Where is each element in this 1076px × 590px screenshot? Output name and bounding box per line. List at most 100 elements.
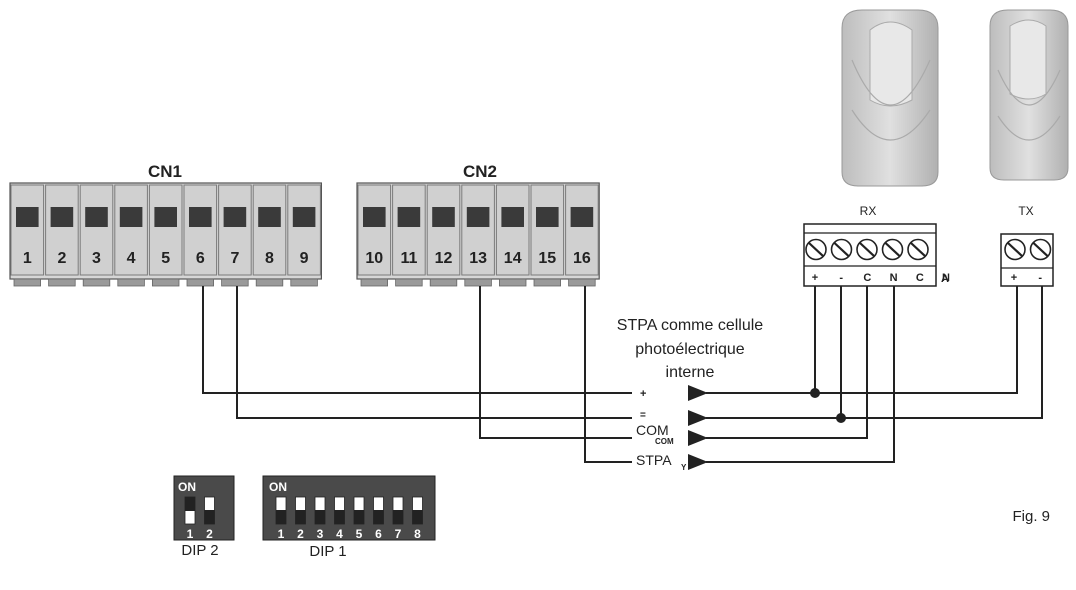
tx-screw — [1029, 238, 1052, 261]
cn2-terminal-slot — [536, 207, 559, 227]
tx-screw — [1004, 238, 1026, 261]
tx-pin-label: - — [1038, 272, 1042, 284]
cn1-terminal-5: 5 — [148, 184, 183, 287]
cn1-terminal-7: 7 — [218, 184, 252, 287]
cn2-terminal-13: 13 — [461, 184, 495, 287]
cn2-terminal-11: 11 — [392, 184, 426, 287]
cn2-terminal-label: 10 — [365, 250, 383, 267]
dip1-switch-label: 5 — [356, 527, 363, 541]
cn1-terminal-3: 3 — [79, 184, 114, 287]
tx-terminal-block — [1000, 233, 1054, 287]
cn2-terminal-slot — [466, 207, 490, 227]
dip1-switch-label: 2 — [297, 527, 304, 541]
dip1-switch-4: 4 — [334, 496, 345, 541]
cn1-terminal-slot — [292, 207, 316, 227]
dip1-switch-2: 2 — [295, 496, 306, 541]
dip1-on-label: ON — [269, 480, 287, 494]
cn2-terminal-label: 13 — [469, 250, 487, 267]
dip1-caption: DIP 1 — [309, 543, 346, 560]
rx-pin-label: C — [863, 272, 871, 284]
stpa-note-line2: photoélectrique — [635, 341, 745, 358]
dip1-switch-label: 7 — [395, 527, 402, 541]
cn2-terminal-12: 12 — [426, 184, 461, 287]
cn1-terminal-label: 1 — [23, 250, 32, 267]
cn2-terminal-16: 16 — [565, 184, 599, 287]
cn1-terminal-label: 9 — [300, 250, 309, 267]
figure-label: Fig. 9 — [1012, 508, 1050, 525]
rx-screw — [856, 238, 878, 261]
cn1-terminal-slot — [85, 207, 108, 227]
cn1-terminal-slot — [258, 207, 281, 227]
cn1-terminal-slot — [16, 207, 39, 227]
cn2-terminal-slot — [432, 207, 455, 227]
cn2-terminal-label: 16 — [573, 250, 591, 267]
rx-pin-label: N — [942, 272, 950, 284]
cn2-terminal-10: 10 — [357, 184, 392, 287]
cn1-terminal-slot — [154, 207, 177, 227]
dip1-switch-1: 1 — [275, 496, 287, 541]
cn1-terminal-4: 4 — [114, 184, 148, 287]
signal-stpa-small-label: Y — [681, 463, 687, 472]
cn1-terminal-2: 2 — [45, 184, 79, 287]
dip2-switch-label: 2 — [206, 527, 213, 541]
rx-label: RX — [860, 204, 877, 218]
tx-pin-label: + — [1011, 272, 1017, 284]
cn2-terminal-label: 11 — [400, 250, 417, 267]
rx-suffix-label: A — [941, 273, 949, 285]
cn1-terminal-label: 7 — [230, 250, 239, 267]
cn1-terminal-8: 8 — [252, 184, 287, 287]
cn1-terminal-label: 4 — [127, 250, 136, 267]
tx-label: TX — [1018, 204, 1033, 218]
cn1-terminal-slot — [119, 207, 143, 227]
cn2-terminal-slot — [397, 207, 421, 227]
dip1-switch-7: 7 — [392, 496, 404, 541]
cn1-terminal-6: 6 — [183, 184, 218, 287]
tx-photocell — [989, 9, 1069, 181]
rx-screw — [881, 238, 904, 261]
cn1-terminal-label: 5 — [161, 250, 170, 267]
dip2-on-label: ON — [178, 480, 196, 494]
cn1-label: CN1 — [148, 162, 182, 181]
dip1-switch-3: 3 — [314, 496, 326, 541]
wires — [202, 286, 1043, 470]
dip1-switch-6: 6 — [373, 496, 384, 541]
rx-screw — [830, 238, 853, 261]
cn1-terminal-1: 1 — [10, 184, 45, 287]
cn2-terminal-slot — [501, 207, 524, 227]
dip1-switch-5: 5 — [353, 496, 365, 541]
signal-stpa-label: STPA — [636, 452, 672, 468]
dip1-switch-label: 8 — [414, 527, 421, 541]
dip1-switch-label: 1 — [278, 527, 285, 541]
stpa-note-line3: interne — [666, 364, 715, 381]
rx-pin-label: N — [890, 272, 898, 284]
cn2-terminal-slot — [570, 207, 594, 227]
junction-dot-minus — [836, 413, 846, 423]
cn1-terminal-label: 6 — [196, 250, 205, 267]
cn2-terminal-15: 15 — [530, 184, 565, 287]
cn1-terminal-label: 2 — [57, 250, 66, 267]
dip2-switch-2: 2 — [204, 496, 215, 541]
dip1-switch-label: 6 — [375, 527, 382, 541]
cn2-terminal-label: 12 — [435, 250, 453, 267]
rx-screw — [805, 238, 827, 261]
dip1-switch-8: 8 — [412, 496, 423, 541]
dip1-switch-label: 4 — [336, 527, 343, 541]
rx-photocell — [841, 9, 939, 187]
rx-screw — [907, 238, 929, 261]
stpa-note-line1: STPA comme cellule — [617, 317, 764, 334]
cn2-terminal-14: 14 — [495, 184, 530, 287]
signal-plus-label: + — [640, 388, 646, 400]
cn1-terminal-slot — [189, 207, 212, 227]
signal-com-label: COM — [636, 422, 669, 438]
dip2-switch-1: 1 — [184, 496, 196, 541]
signal-com-small-label: COM — [655, 437, 674, 446]
rx-pin-label: + — [812, 272, 818, 284]
dip2-caption: DIP 2 — [181, 542, 218, 559]
cn1-terminal-9: 9 — [287, 184, 321, 287]
cn1-terminal-label: 8 — [265, 250, 274, 267]
